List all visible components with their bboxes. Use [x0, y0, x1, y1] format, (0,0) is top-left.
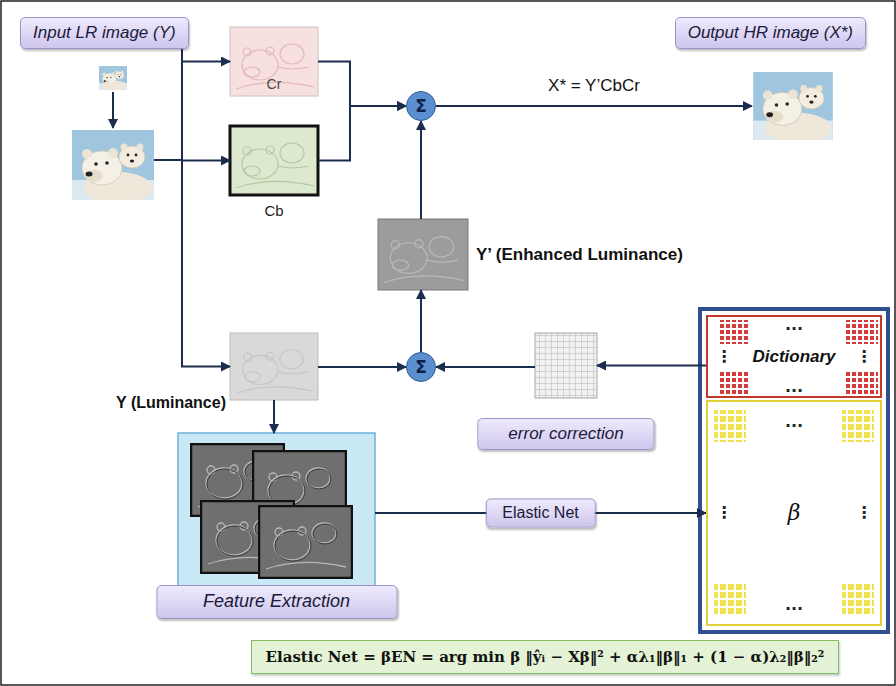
coefficient-block — [714, 584, 746, 616]
matrix-text: ⋮ — [716, 347, 732, 366]
connector — [182, 49, 230, 160]
atom-block — [846, 371, 878, 394]
connector — [318, 62, 406, 107]
matrix-text: ... — [785, 595, 803, 614]
feature-panel — [178, 433, 375, 600]
feature-map — [259, 506, 352, 578]
connectors — [182, 49, 752, 513]
connector — [436, 366, 535, 368]
luminance-tile: Y (Luminance) — [230, 333, 318, 400]
formula-box: Elastic Net = βEN = arg min β ‖ŷᵢ − Xβ‖²… — [251, 640, 840, 674]
atom-block — [846, 320, 878, 344]
feature-ground — [178, 433, 375, 600]
connector — [182, 49, 230, 61]
luminance-tile — [230, 333, 318, 400]
cb-tile: Cb — [230, 126, 318, 195]
caption-label: Feature Extraction — [156, 585, 397, 619]
formula-text: Elastic Net = βEN = arg min β ‖ŷᵢ − Xβ‖²… — [266, 648, 825, 666]
matrix-text: ... — [785, 412, 803, 431]
connector — [318, 106, 406, 161]
cr-tile — [230, 27, 318, 96]
matrix-text: ... — [785, 377, 803, 396]
enhanced-luminance-tile — [378, 219, 468, 290]
channel-label: Cr — [267, 76, 282, 93]
small-bear-image — [99, 66, 127, 91]
matrix-text: ⋮ — [856, 503, 872, 522]
matrix-text: ⋮ — [716, 503, 732, 522]
connector — [436, 105, 752, 107]
edge-label-box: Elastic Net — [485, 498, 595, 527]
connector — [420, 121, 422, 219]
connector — [597, 365, 706, 367]
error-grid-tile — [535, 333, 597, 398]
error-grid — [535, 333, 597, 398]
cr-image — [230, 27, 318, 96]
dictionary-group — [700, 309, 888, 632]
sum-symbol: Σ — [415, 357, 427, 377]
y-sketch — [237, 350, 313, 394]
cb-tile — [230, 126, 318, 195]
connector — [318, 366, 406, 368]
cb-image — [230, 126, 318, 195]
caption-label: error correction — [477, 418, 654, 450]
connector — [420, 290, 422, 352]
edge-label: X* = Y’CbCr — [548, 76, 640, 96]
connector — [182, 49, 230, 366]
dictionary-frame — [700, 309, 888, 632]
upscale-arrow — [112, 92, 114, 128]
tile-label: Y (Luminance) — [116, 393, 226, 412]
matrix-text: Dictionary — [752, 346, 835, 366]
channel-label: Cb — [264, 202, 283, 220]
matrix-text: ⋮ — [856, 347, 872, 366]
y-prime-image — [378, 219, 468, 290]
bear-image — [72, 130, 154, 204]
connector — [273, 400, 275, 433]
atom-block — [718, 320, 750, 344]
sum-circle: Σ — [406, 352, 436, 382]
dictionary-box: ... ⋮ Dictionary ⋮... — [706, 315, 882, 398]
coefficient-block — [714, 410, 746, 442]
output-bear-image — [753, 72, 833, 144]
matrix-text: ... — [785, 315, 803, 334]
y-image — [230, 333, 318, 400]
output-image: Output HR image (X*) — [752, 72, 834, 140]
coefficient-box: ... ⋮ β ⋮... — [706, 400, 882, 626]
caption-label: Output HR image (X*) — [675, 17, 866, 49]
wire — [154, 159, 183, 161]
y-prime-sketch — [384, 237, 464, 283]
coefficient-block — [842, 584, 874, 616]
error-grid-ground — [535, 333, 597, 398]
atom-block — [718, 371, 750, 394]
tile-label: Y’ (Enhanced Luminance) — [476, 245, 683, 265]
enhanced-luminance-tile: Y’ (Enhanced Luminance) — [378, 219, 468, 290]
input-images — [72, 66, 183, 204]
sum-circle: Σ — [406, 91, 436, 121]
feature-extraction-box: Feature Extraction — [178, 433, 375, 600]
coefficient-block — [842, 410, 874, 442]
caption-label: Input LR image (Y) — [33, 23, 176, 43]
sum-symbol: Σ — [415, 96, 427, 116]
error-correction-tile: error correction — [535, 333, 597, 398]
matrix-text: β — [788, 500, 801, 526]
input-label-box: Input LR image (Y) — [20, 17, 189, 49]
cr-tile: Cr — [230, 27, 318, 96]
cb-sketch — [236, 143, 314, 188]
